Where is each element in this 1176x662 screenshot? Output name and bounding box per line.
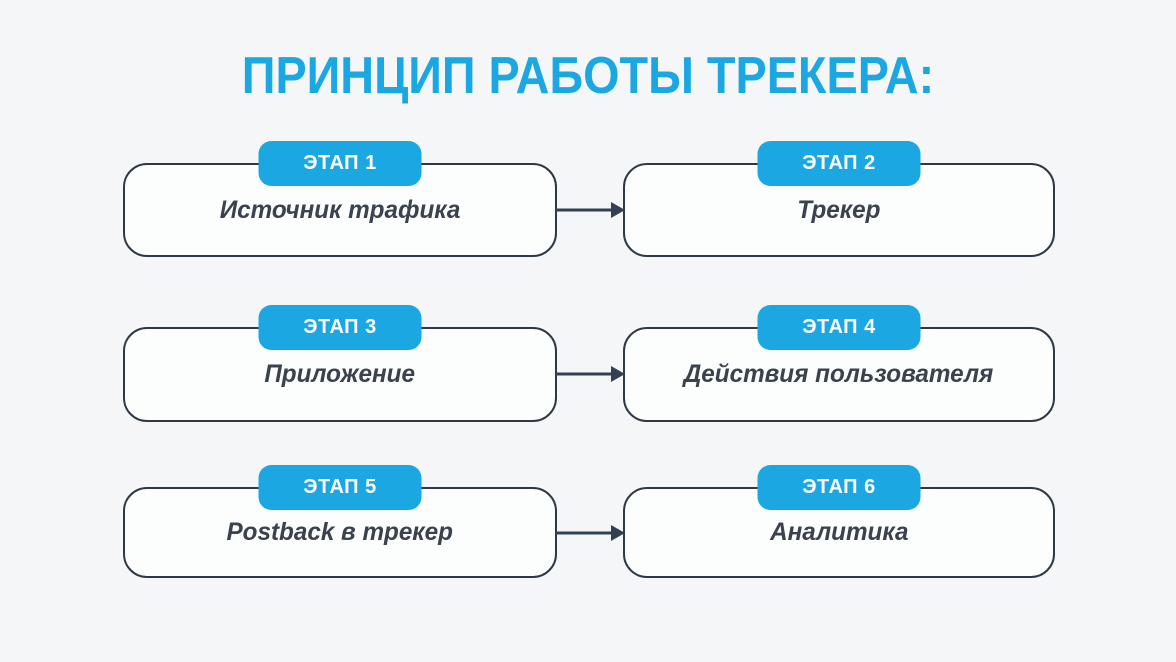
stage-5-badge: ЭТАП 5 <box>258 465 422 510</box>
stage-4-badge: ЭТАП 4 <box>757 305 921 350</box>
stage-6-badge: ЭТАП 6 <box>757 465 921 510</box>
arrow-right-icon <box>555 525 625 541</box>
stage-4-label: Действия пользователя <box>684 360 994 388</box>
stage-5-label: Postback в трекер <box>226 518 454 546</box>
stage-6-label: Аналитика <box>769 518 909 546</box>
arrow-right-icon <box>555 202 625 218</box>
arrow-right-icon <box>555 366 625 382</box>
stage-3-label: Приложение <box>264 360 416 388</box>
stage-1-badge: ЭТАП 1 <box>258 141 422 186</box>
stage-card-4: ЭТАП 4 Действия пользователя <box>623 305 1055 422</box>
stage-card-3: ЭТАП 3 Приложение <box>123 305 557 422</box>
stage-2-badge: ЭТАП 2 <box>757 141 921 186</box>
stage-2-label: Трекер <box>797 195 881 224</box>
stage-3-badge: ЭТАП 3 <box>258 305 422 350</box>
stage-card-6: ЭТАП 6 Аналитика <box>623 465 1055 578</box>
stage-card-2: ЭТАП 2 Трекер <box>623 141 1055 257</box>
stage-card-1: ЭТАП 1 Источник трафика <box>123 141 557 257</box>
diagram-title: ПРИНЦИП РАБОТЫ ТРЕКЕРА: <box>241 47 935 105</box>
stage-card-5: ЭТАП 5 Postback в трекер <box>123 465 557 578</box>
stage-1-label: Источник трафика <box>219 195 461 224</box>
